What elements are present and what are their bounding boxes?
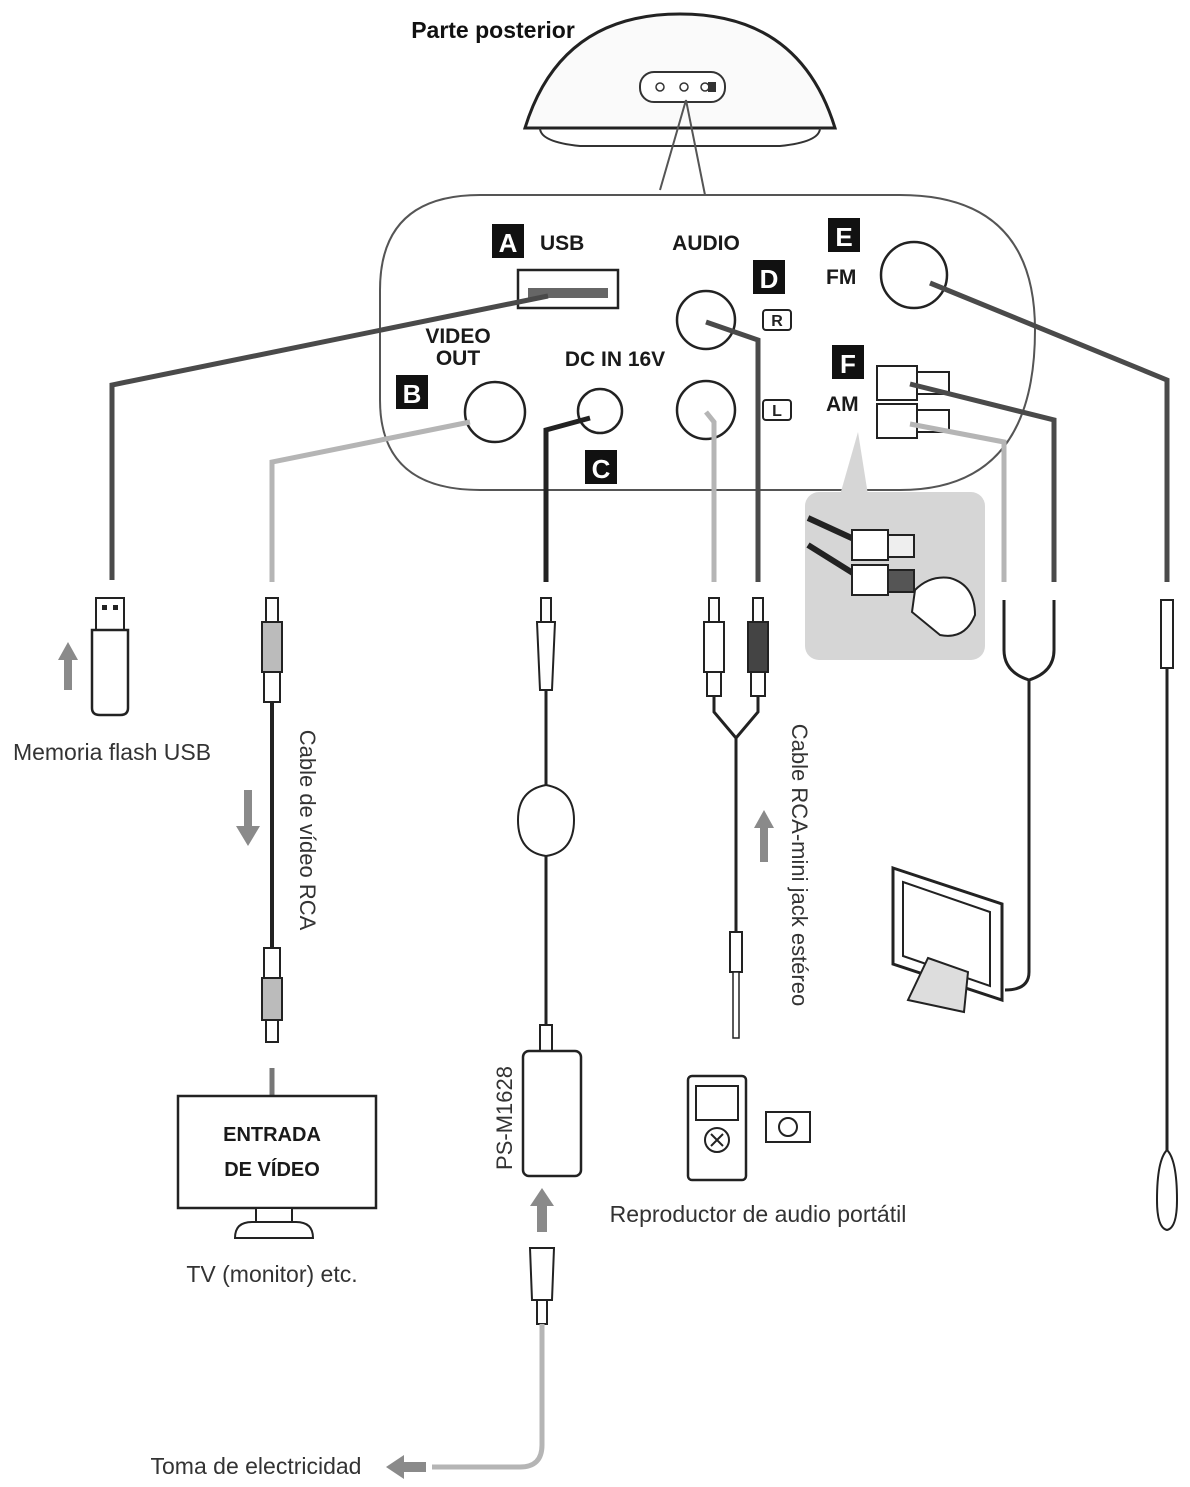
- audio-cable-r: [705, 319, 761, 582]
- audio-r-label: R: [771, 313, 783, 330]
- tv-monitor-icon: [176, 1068, 378, 1239]
- video-out-label-2: OUT: [436, 347, 481, 370]
- usb-port: A USB: [492, 224, 620, 310]
- ac-adapter-icon: [516, 597, 583, 1178]
- usb-label: USB: [540, 232, 584, 255]
- dc-cable: [543, 415, 591, 582]
- badge-c: [585, 450, 617, 484]
- tv-input-label-1: ENTRADA: [223, 1124, 321, 1146]
- dc-in-label: DC IN 16V: [565, 348, 665, 371]
- fm-label: FM: [826, 266, 856, 289]
- adapter-model-label: PS-M1628: [492, 1066, 517, 1170]
- video-out-port: VIDEO OUT B: [396, 325, 527, 444]
- tv-monitor-caption: TV (monitor) etc.: [186, 1261, 357, 1287]
- am-label: AM: [826, 393, 859, 416]
- power-outlet-caption: Toma de electricidad: [151, 1453, 362, 1479]
- usb-cable: [109, 293, 549, 580]
- fm-port: E FM: [826, 218, 949, 310]
- am-cable-1: [909, 381, 1057, 582]
- audio-l-label: L: [772, 403, 782, 420]
- power-plug-icon: [528, 1247, 556, 1325]
- tv-input-label-2: DE VÍDEO: [224, 1158, 320, 1181]
- power-outlet-arrow-icon: [386, 1455, 426, 1479]
- badge-f: [832, 345, 864, 379]
- badge-d: [753, 260, 785, 294]
- am-inset: [805, 432, 985, 660]
- zoom-callout: [659, 99, 706, 196]
- audio-label: AUDIO: [672, 232, 740, 255]
- power-cord: [432, 1324, 545, 1470]
- am-loop-antenna-icon: [891, 600, 1056, 1014]
- portable-audio-player-icon: [686, 1074, 811, 1182]
- usb-memory-caption: Memoria flash USB: [13, 739, 211, 765]
- badge-e-text: E: [835, 222, 852, 252]
- title: Parte posterior: [411, 17, 575, 43]
- badge-c-text: C: [592, 454, 611, 484]
- video-out-label-1: VIDEO: [425, 325, 490, 348]
- rca-mini-cable-icon: [703, 597, 769, 1039]
- rca-video-cable-icon: [261, 597, 283, 1043]
- badge-f-text: F: [840, 349, 856, 379]
- rca-mini-cable-caption: Cable RCA-mini jack estéreo: [787, 724, 812, 1006]
- badge-a-text: A: [499, 228, 518, 258]
- video-cable: [269, 419, 471, 582]
- dc-in-port: DC IN 16V C: [565, 348, 665, 484]
- fm-cable: [929, 280, 1170, 582]
- badge-d-text: D: [760, 264, 779, 294]
- video-down-arrow-icon: [236, 790, 260, 846]
- portable-player-caption: Reproductor de audio portátil: [610, 1201, 907, 1227]
- usb-insert-arrow-icon: [58, 642, 78, 690]
- power-up-arrow-icon: [530, 1188, 554, 1232]
- am-cable-2: [909, 421, 1007, 582]
- badge-a: [492, 224, 524, 258]
- fm-wire-antenna-icon: [1155, 599, 1179, 1232]
- device-rear: [522, 12, 838, 147]
- badge-e: [828, 218, 860, 252]
- usb-flash-drive-icon: [90, 597, 130, 717]
- am-terminal: F AM: [826, 345, 950, 439]
- badge-b: [396, 375, 428, 409]
- audio-ports: AUDIO D R L: [672, 232, 792, 441]
- audio-up-arrow-icon: [754, 810, 774, 862]
- badge-b-text: B: [403, 379, 422, 409]
- rca-video-cable-caption: Cable de vídeo RCA: [295, 730, 320, 931]
- audio-cable-l: [704, 410, 717, 582]
